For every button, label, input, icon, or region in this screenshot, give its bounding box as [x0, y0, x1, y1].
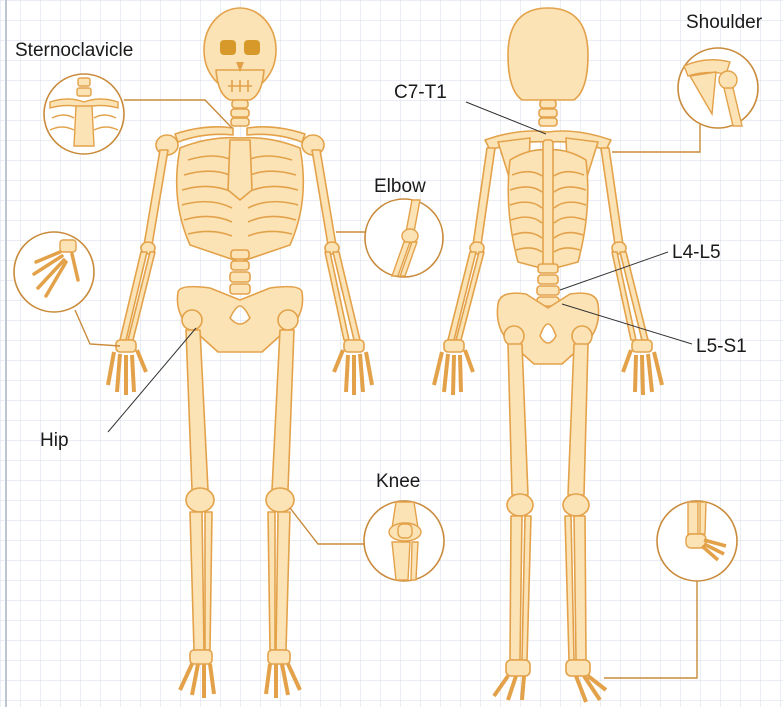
right-eye-socket: [244, 40, 260, 55]
left-eye-socket: [220, 40, 236, 55]
left-femur-head: [182, 310, 202, 330]
front-cervical-spine: [231, 100, 249, 126]
sternoclavicle-label: Sternoclavicle: [15, 40, 133, 62]
elbow-label: Elbow: [374, 176, 426, 198]
l4-l5-label: L4-L5: [672, 242, 721, 264]
right-fibula: [268, 512, 275, 650]
hand-detail: [14, 232, 94, 312]
front-lumbar-spine: [230, 250, 250, 294]
knee-label: Knee: [376, 471, 420, 493]
front-ribcage: [177, 138, 304, 262]
elbow-detail: [365, 199, 443, 277]
c7-t1-label: C7-T1: [394, 82, 447, 104]
sternum: [228, 140, 252, 200]
back-cervical-spine: [539, 100, 557, 126]
foot-detail: [657, 501, 737, 581]
shoulder-label: Shoulder: [686, 12, 762, 34]
back-skull: [508, 8, 588, 100]
l5-s1-label: L5-S1: [696, 336, 747, 358]
knee-detail: [364, 501, 444, 581]
back-ribcage: [508, 140, 588, 270]
thoracic-spine: [543, 140, 553, 270]
right-femur-head: [278, 310, 298, 330]
hip-label: Hip: [40, 430, 69, 452]
shoulder-detail: [678, 48, 758, 128]
left-fibula: [205, 512, 212, 650]
sternoclavicle-detail: [44, 74, 124, 154]
left-knee: [186, 488, 214, 512]
